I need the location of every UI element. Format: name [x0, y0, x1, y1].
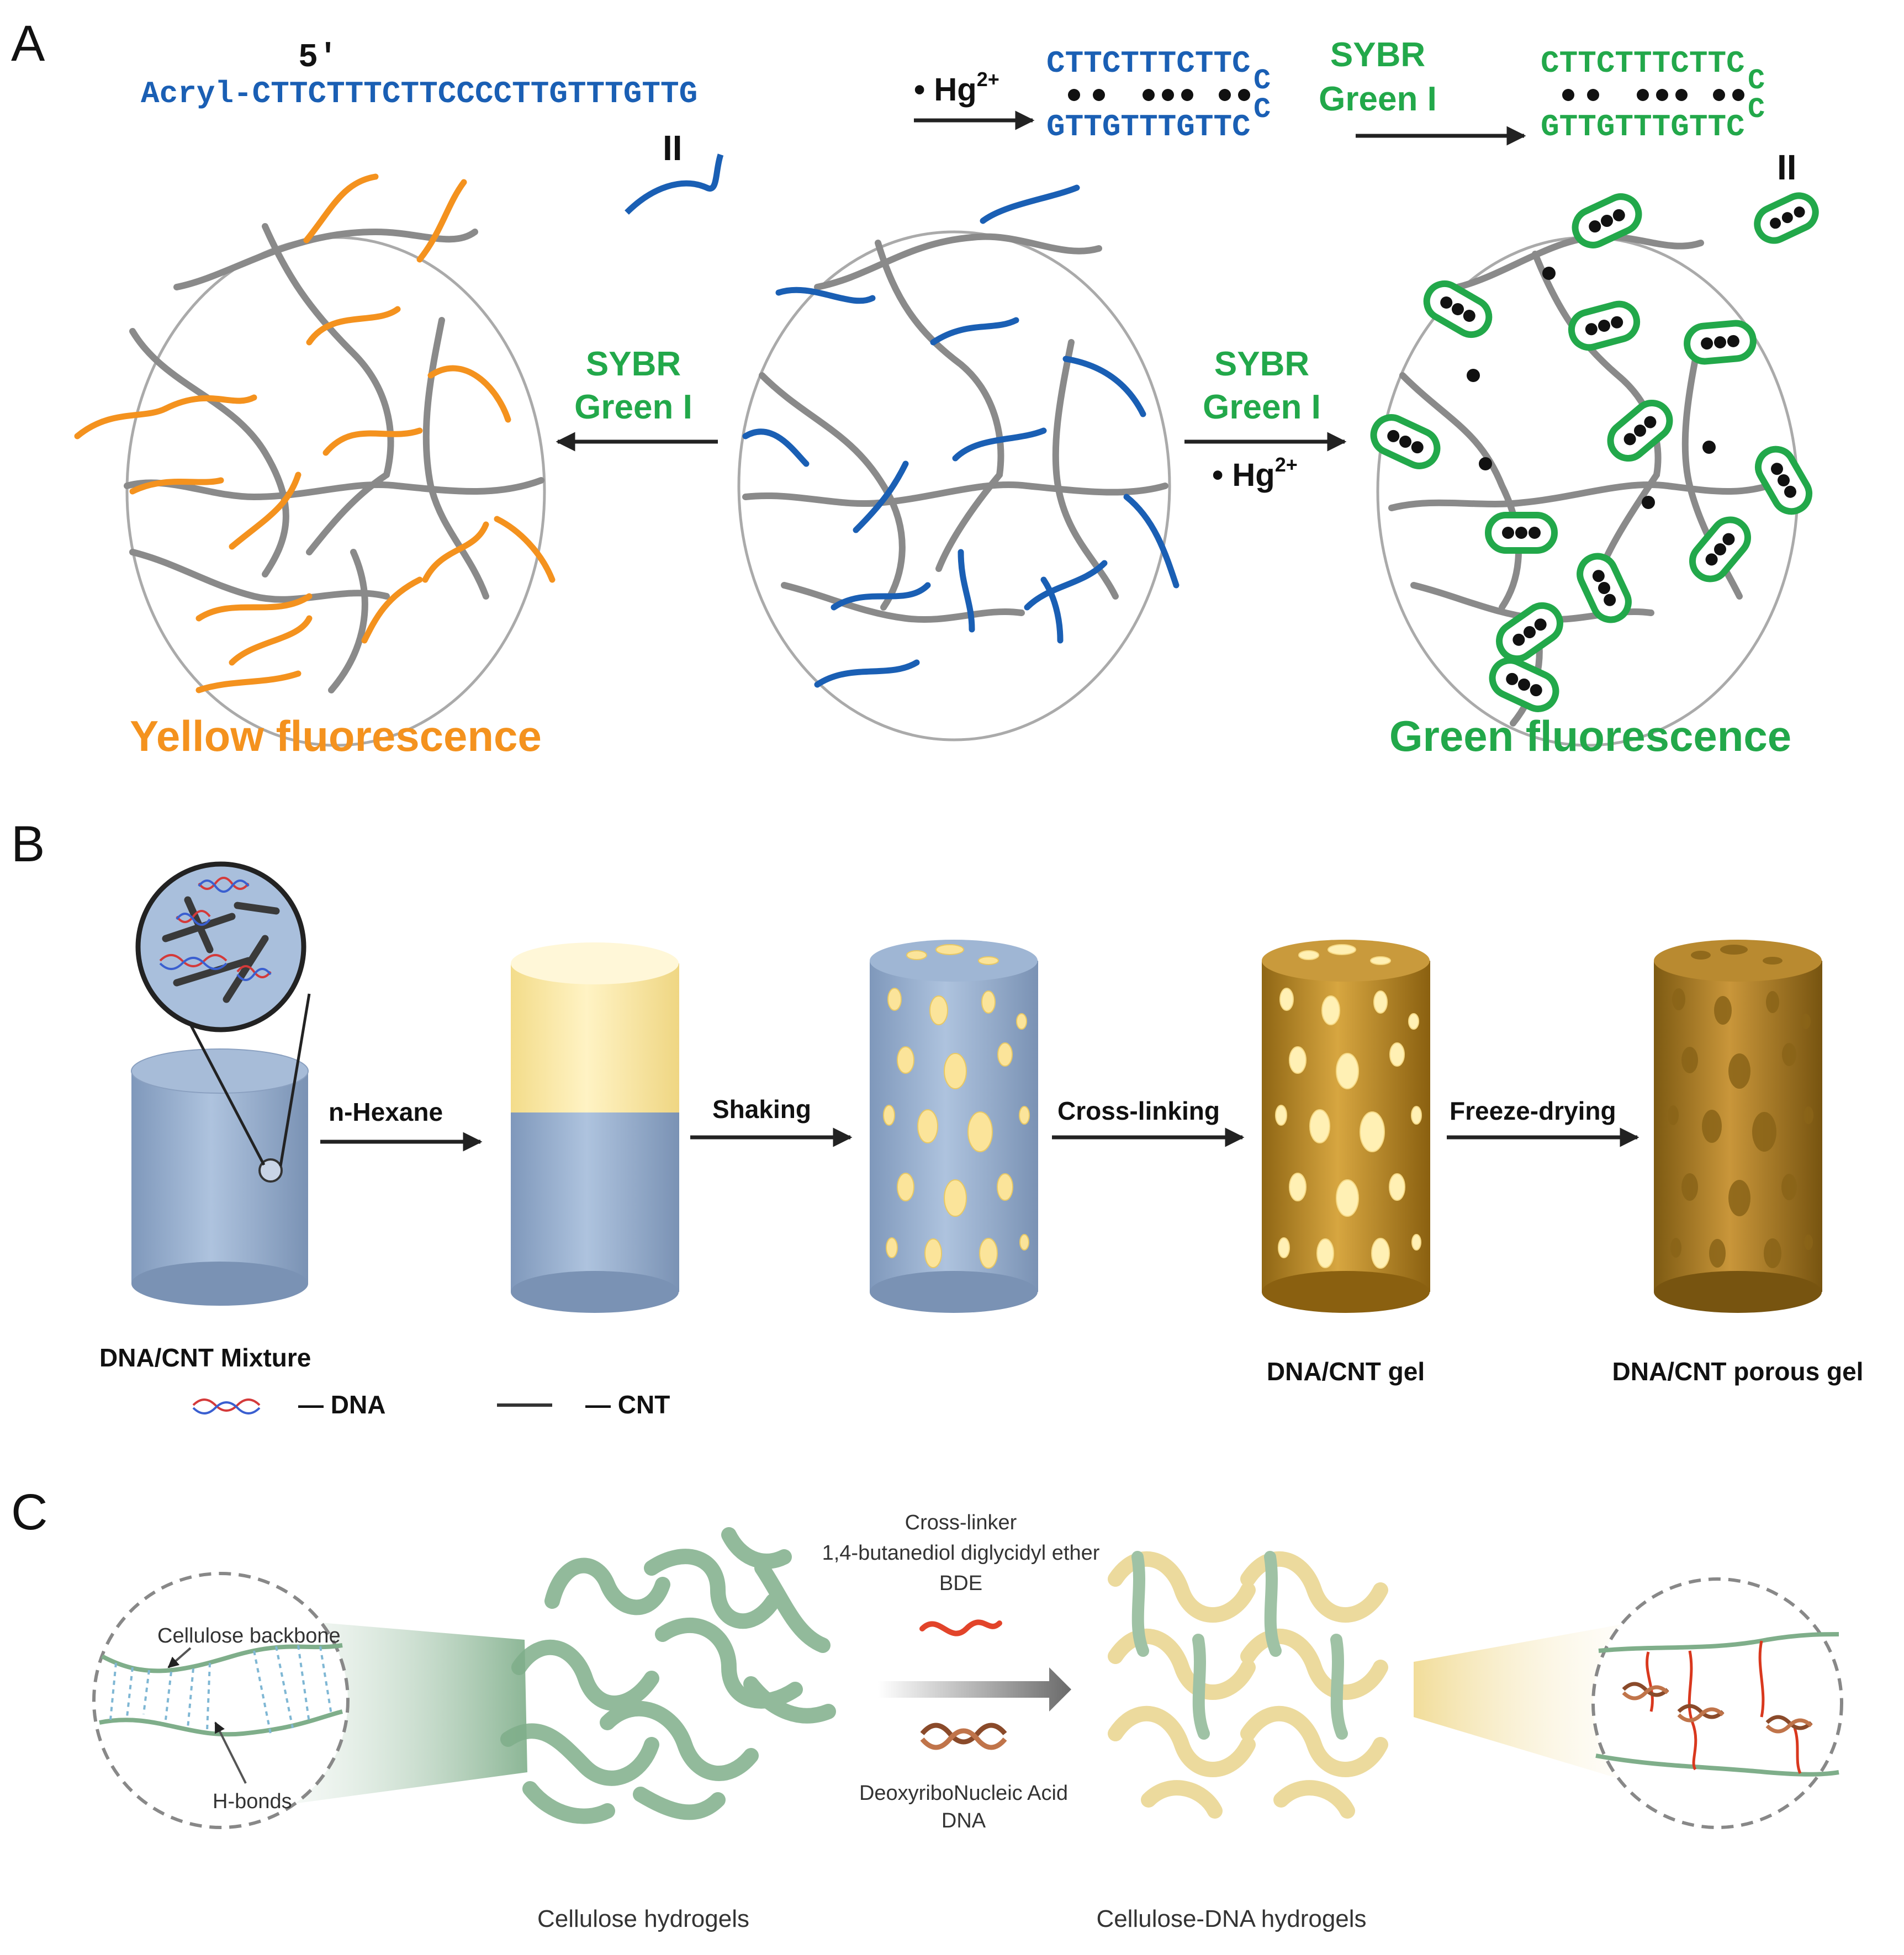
green-capsule-legend [1754, 192, 1819, 244]
hairpin-loop-c1: C [1254, 65, 1271, 97]
sybr-top-line1: SYBR [1330, 36, 1425, 74]
h-bonds-label: H-bonds [213, 1790, 292, 1813]
caption-porous-gel: DNA/CNT porous gel [1612, 1357, 1864, 1386]
five-prime-label: 5′ [298, 39, 338, 77]
green-loop-c1: C [1748, 65, 1765, 97]
caption-cellulose-dna-hydrogels: Cellulose-DNA hydrogels [1096, 1905, 1366, 1932]
gel-yellow [74, 173, 556, 747]
cylinder-gel [1262, 940, 1430, 1313]
crosslinker-line1: Cross-linker [905, 1511, 1017, 1534]
legend-dna-swatch [192, 1398, 261, 1414]
gradient-arrow [878, 1667, 1071, 1712]
acryl-sequence: Acryl-CTTCTTTCTTCCCCTTGTTTGTTG [141, 76, 697, 112]
step-n-hexane: n-Hexane [329, 1098, 443, 1126]
panel-c-label: C [11, 1484, 47, 1540]
blue-equals-sign: II [663, 128, 683, 168]
magnified-dna-cnt [135, 861, 306, 1032]
cylinder-porous-gel [1654, 940, 1822, 1313]
legend-dna: — DNA [298, 1390, 385, 1419]
green-loop-c2: C [1748, 93, 1765, 126]
cellulose-dna-zoom-circle [1591, 1577, 1843, 1829]
hairpin-loop-c2: C [1254, 93, 1271, 126]
dna-line2: DNA [942, 1809, 986, 1832]
step-cross-linking: Cross-linking [1057, 1096, 1220, 1125]
panel-b: B [11, 816, 1863, 1419]
green-hairpin: CTTCTTTCTTC GTTGTTTGTTC C C II [1541, 46, 1819, 244]
cellulose-zoom-circle [92, 1572, 350, 1829]
legend-cnt: — CNT [585, 1390, 670, 1419]
green-capsules [1370, 193, 1812, 712]
green-hairpin-bottom: GTTGTTTGTTC [1541, 109, 1745, 145]
right-arrow-line2: Green I [1203, 388, 1321, 426]
gel-blue [737, 184, 1180, 741]
caption-gel: DNA/CNT gel [1267, 1357, 1425, 1386]
cellulose-dna-network [1108, 1551, 1388, 1819]
cellulose-backbone-label: Cellulose backbone [157, 1624, 341, 1647]
sybr-top-line2: Green I [1319, 80, 1437, 118]
caption-mixture: DNA/CNT Mixture [99, 1343, 311, 1372]
dna-sequence: CTTCTTTCTTCCCCTTGTTTGTTG [252, 76, 698, 112]
hairpin-bottom-strand: GTTGTTTGTTC [1046, 109, 1251, 145]
crosslinker-line3: BDE [939, 1572, 982, 1595]
cylinder-two-phase [511, 942, 679, 1313]
right-arrow-line1: SYBR [1214, 345, 1309, 383]
panel-a: A 5′ Acryl-CTTCTTTCTTCCCCTTGTTTGTTG • Hg… [11, 15, 1819, 760]
crosslinker-line2: 1,4-butanediol diglycidyl ether [822, 1541, 1100, 1565]
dna-line1: DeoxyriboNucleic Acid [859, 1782, 1068, 1805]
hg-dots [1068, 89, 1250, 101]
hairpin-top-strand: CTTCTTTCTTC [1046, 46, 1251, 81]
acryl-prefix: Acryl- [141, 76, 252, 112]
panel-a-label: A [11, 15, 45, 72]
left-arrow-line1: SYBR [586, 345, 681, 383]
hg-ion-label: • Hg2+ [914, 68, 999, 108]
cylinder-emulsion [870, 940, 1038, 1313]
cylinder-mixture [131, 861, 311, 1306]
panel-b-label: B [11, 816, 45, 872]
cellulose-hydrogel-network [500, 1527, 836, 1824]
left-arrow-line2: Green I [574, 388, 692, 426]
yellow-fluorescence-caption: Yellow fluorescence [130, 712, 542, 760]
right-arrow-hg: • Hg2+ [1212, 453, 1298, 493]
panel-c: C Cellulose backbone H-bonds [11, 1484, 1843, 1932]
gel-green [1370, 193, 1812, 747]
step-shaking: Shaking [712, 1095, 811, 1124]
green-equals-sign: II [1777, 147, 1797, 187]
step-freeze-drying: Freeze-drying [1450, 1096, 1616, 1125]
blue-hairpin: CTTCTTTCTTC GTTGTTTGTTC C C [1046, 46, 1271, 145]
blue-strand-legend [625, 153, 724, 215]
bde-icon [919, 1619, 1002, 1636]
caption-cellulose-hydrogels: Cellulose hydrogels [537, 1905, 749, 1932]
green-hairpin-top: CTTCTTTCTTC [1541, 46, 1745, 81]
dna-helix-icon [920, 1723, 1007, 1750]
green-fluorescence-caption: Green fluorescence [1389, 712, 1791, 760]
